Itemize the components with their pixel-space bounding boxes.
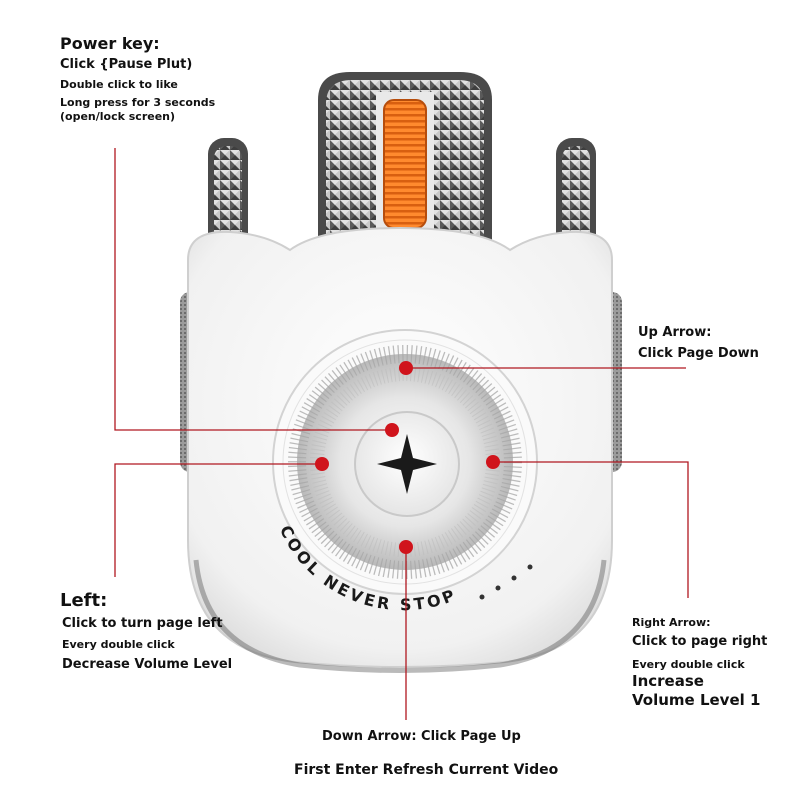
power-key-line2: Double click to like bbox=[60, 78, 178, 91]
indicator-lights bbox=[479, 564, 533, 600]
hotspots bbox=[315, 361, 500, 554]
up-arrow-title: Up Arrow: bbox=[638, 325, 712, 340]
right-arrow-line3: Increase bbox=[632, 672, 704, 690]
hotspot-up bbox=[399, 361, 413, 375]
star-icon bbox=[377, 434, 437, 494]
hotspot-left bbox=[315, 457, 329, 471]
leader-lines bbox=[114, 148, 689, 720]
left-line3: Decrease Volume Level bbox=[62, 657, 233, 672]
hotspot-right bbox=[486, 455, 500, 469]
right-arrow-line4: Volume Level 1 bbox=[632, 691, 761, 709]
leader-power bbox=[114, 148, 392, 431]
right-arrow-title: Right Arrow: bbox=[632, 616, 711, 629]
hotspot-power bbox=[385, 423, 399, 437]
left-line1: Click to turn page left bbox=[62, 616, 223, 631]
right-arrow-line2: Every double click bbox=[632, 658, 745, 671]
orange-scroll-wheel bbox=[384, 100, 426, 228]
left-title: Left: bbox=[60, 590, 108, 611]
down-arrow-line1: Down Arrow: Click Page Up bbox=[322, 729, 521, 744]
left-line2: Every double click bbox=[62, 638, 175, 651]
power-key-line4: (open/lock screen) bbox=[60, 110, 176, 123]
up-arrow-line1: Click Page Down bbox=[638, 346, 759, 361]
power-key-line3: Long press for 3 seconds bbox=[60, 96, 216, 109]
leader-left bbox=[114, 463, 322, 577]
power-key-line1: Click {Pause Plut) bbox=[60, 57, 193, 72]
hotspot-down bbox=[399, 540, 413, 554]
power-key-title: Power key: bbox=[60, 34, 160, 53]
right-arrow-line1: Click to page right bbox=[632, 634, 768, 649]
leader-right bbox=[493, 461, 689, 598]
footer-caption: First Enter Refresh Current Video bbox=[294, 762, 559, 778]
